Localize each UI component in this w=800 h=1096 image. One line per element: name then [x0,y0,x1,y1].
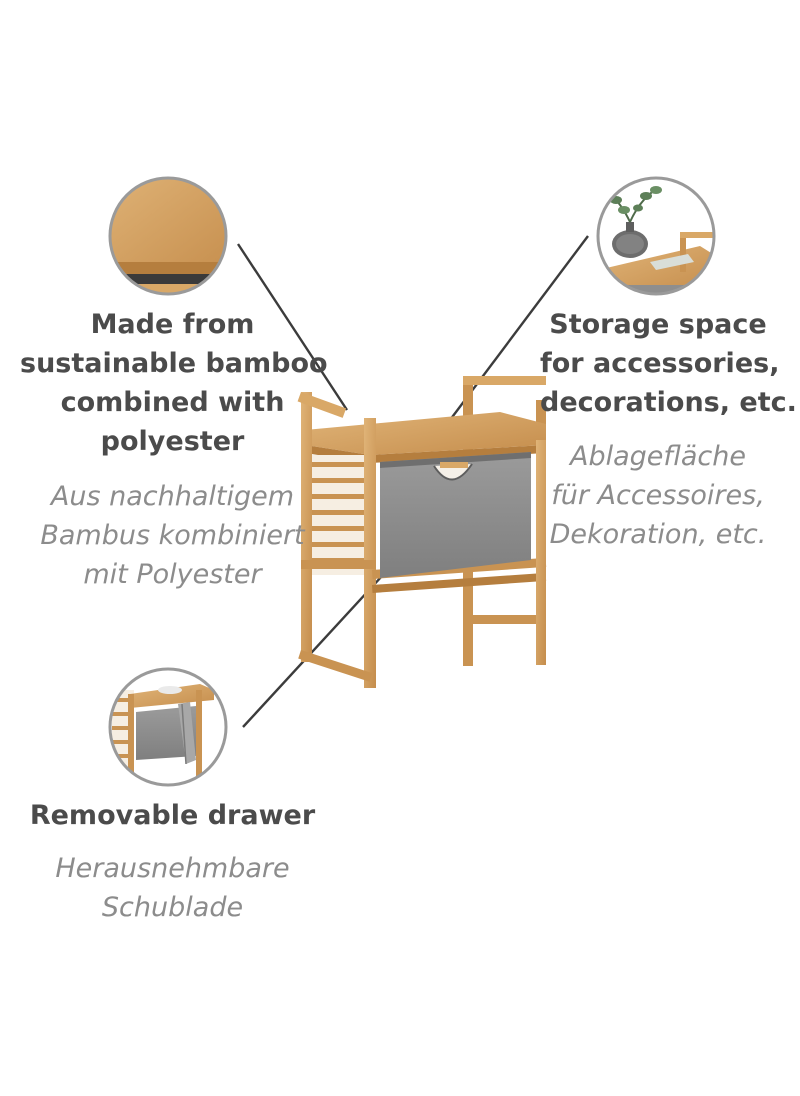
feature-bamboo-title-line: Made from [90,309,255,340]
feature-drawer-title: Removable drawer [20,796,325,835]
feature-bamboo-translation-line: Aus nachhaltigem [50,481,295,512]
feature-storage-translation: Ablagefläche für Accessoires, Dekoration… [540,437,776,554]
feature-storage-title: Storage space for accessories, decoratio… [540,305,797,422]
leader-line-bamboo [236,243,349,411]
detail-circle-drawer [108,667,228,787]
feature-storage-title-line: decorations, etc. [540,387,797,418]
feature-storage-translation-line: für Accessoires, [551,480,765,511]
feature-storage-title-line: Storage space [549,309,767,340]
feature-storage-title-line: for accessories, [540,348,780,379]
feature-bamboo-translation: Aus nachhaltigem Bambus kombiniert mit P… [20,477,325,594]
feature-bamboo-title: Made from sustainable bamboo combined wi… [20,305,328,461]
feature-bamboo-translation-line: mit Polyester [83,559,262,590]
feature-bamboo-title-line: combined with [60,387,285,418]
feature-bamboo-translation-line: Bambus kombiniert [40,520,305,551]
feature-drawer-title-line: Removable drawer [29,800,316,831]
feature-drawer-translation-line: Schublade [101,892,244,923]
feature-drawer-translation-line: Herausnehmbare [55,853,290,884]
feature-bamboo-title-line: polyester [100,426,245,457]
feature-drawer-translation: Herausnehmbare Schublade [20,849,325,927]
feature-storage-translation-line: Ablagefläche [570,441,746,472]
detail-circle-bamboo [108,176,228,296]
nightstand-image [297,376,547,688]
feature-storage-translation-line: Dekoration, etc. [549,519,767,550]
feature-bamboo-title-line: sustainable bamboo [20,348,328,379]
detail-circle-storage [596,176,716,296]
